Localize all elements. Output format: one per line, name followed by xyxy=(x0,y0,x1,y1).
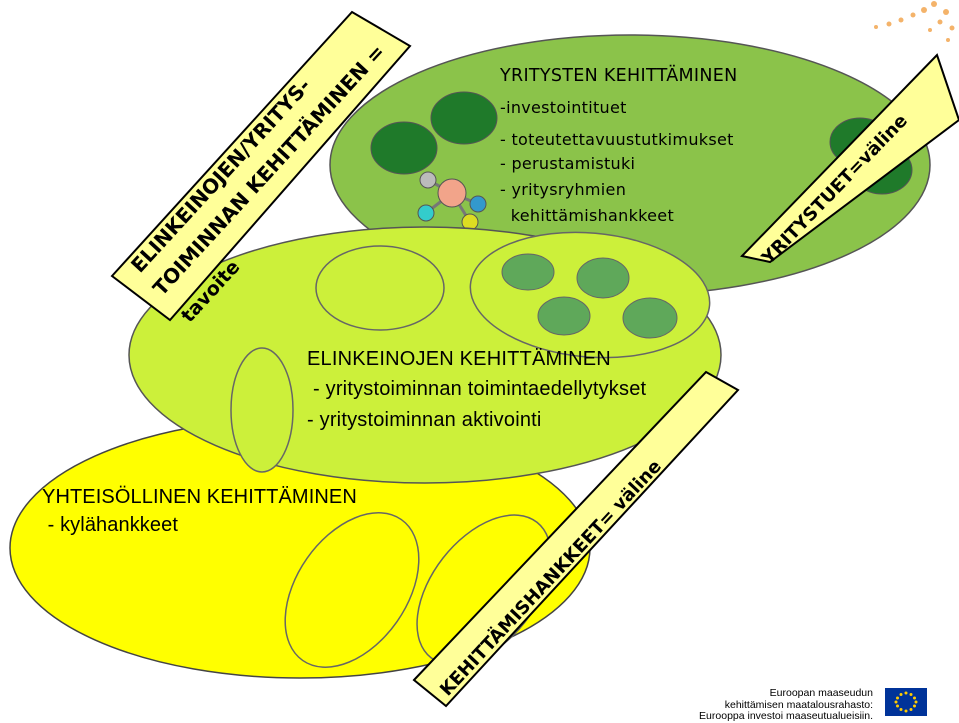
community-item-1: - kylähankkeet xyxy=(42,514,179,536)
sector-item-2: - yritystoiminnan aktivointi xyxy=(307,409,542,431)
community-development-title: YHTEISÖLLINEN KEHITTÄMINEN xyxy=(42,486,357,508)
decorative-dots xyxy=(874,1,955,42)
sector-development-title: ELINKEINOJEN KEHITTÄMINEN xyxy=(307,348,611,370)
business-item-3: - perustamistuki xyxy=(500,154,636,173)
light-oval-left xyxy=(230,347,294,473)
cluster-circle-3 xyxy=(537,296,591,336)
dark-circle-2 xyxy=(370,121,438,175)
dark-circle-1 xyxy=(430,91,498,145)
community-project-oval-1 xyxy=(284,512,420,668)
eu-fund-line-2: kehittämisen maatalousrahasto: xyxy=(724,699,873,711)
eu-fund-line-3: Eurooppa investoi maaseutualueisiin. xyxy=(699,710,873,722)
business-item-2: - toteutettavuustutkimukset xyxy=(500,130,734,149)
business-item-4: - yritysryhmien xyxy=(500,180,627,199)
business-development-title: YRITYSTEN KEHITTÄMINEN xyxy=(500,66,738,86)
sector-item-1: - yritystoiminnan toimintaedellytykset xyxy=(313,378,647,400)
business-item-5: kehittämishankkeet xyxy=(500,206,675,225)
cluster-circle-1 xyxy=(501,253,555,291)
eu-fund-line-1: Euroopan maaseudun xyxy=(769,687,873,699)
molecule-icon xyxy=(417,171,487,231)
business-item-1: -investointituet xyxy=(500,98,627,117)
cluster-circle-2 xyxy=(576,257,630,299)
cluster-circle-4 xyxy=(622,297,678,339)
light-oval-top xyxy=(315,245,445,331)
eu-flag-icon xyxy=(885,688,927,716)
